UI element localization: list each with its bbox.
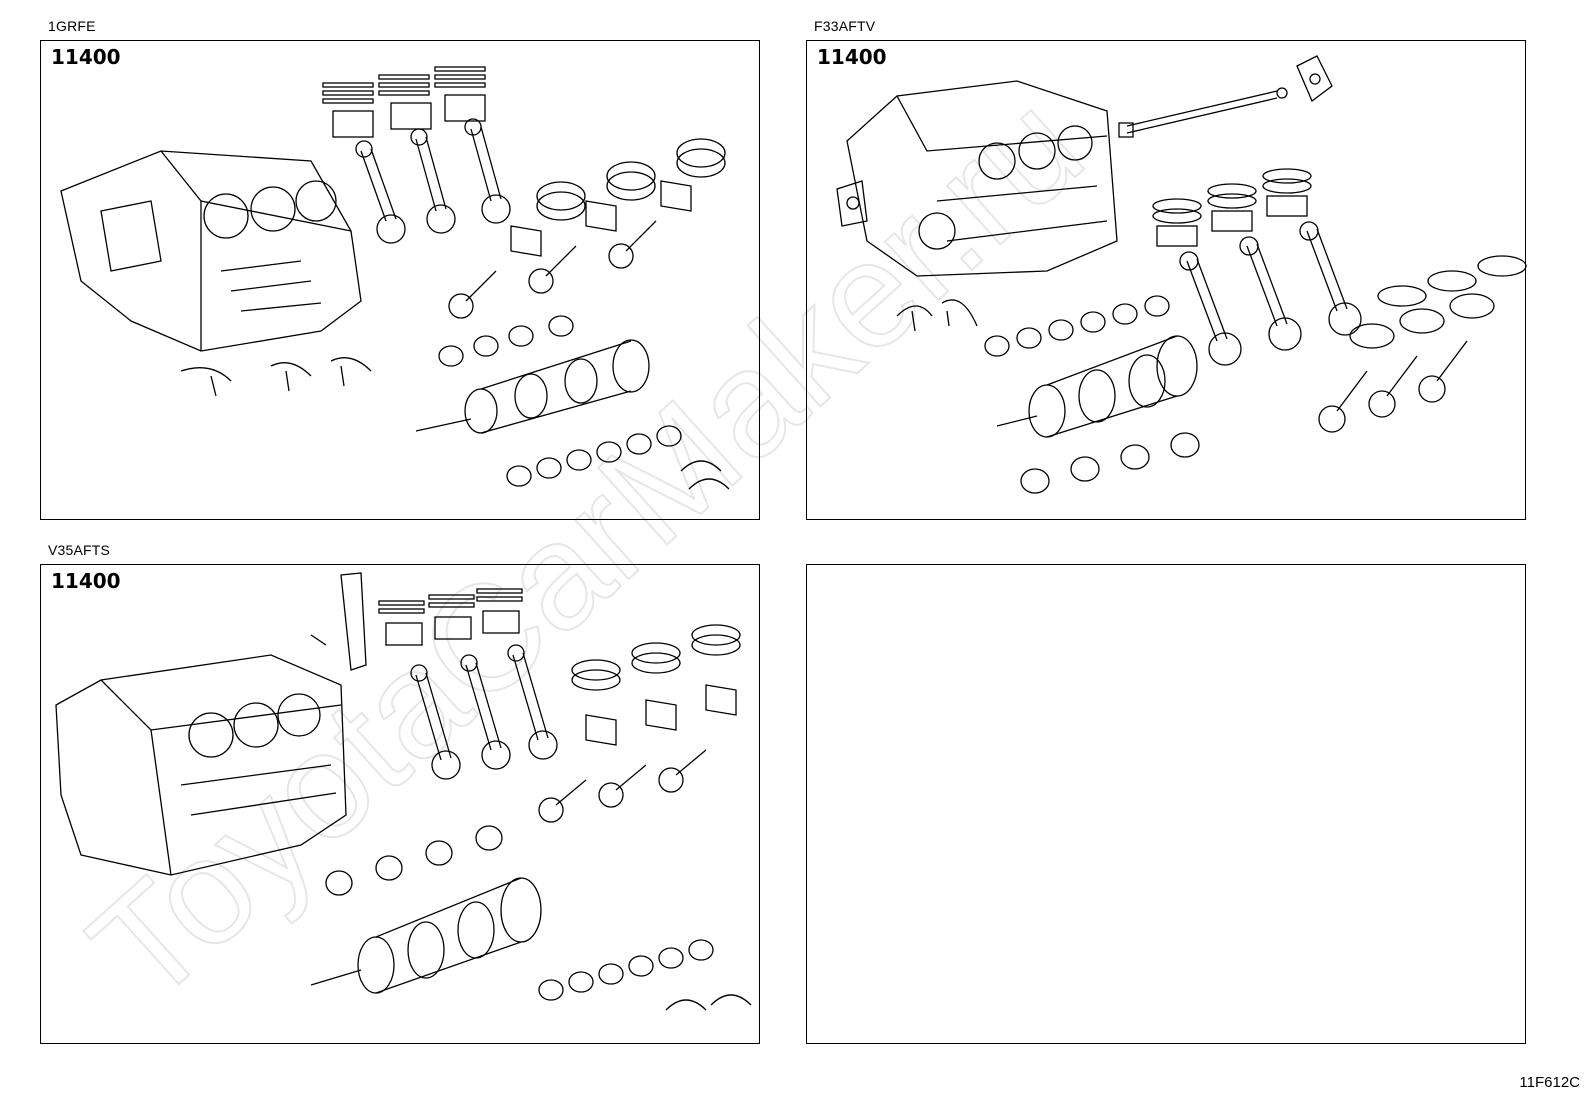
connecting-rod-icon bbox=[410, 644, 558, 780]
thrust-washer-icon bbox=[680, 460, 730, 490]
timing-plate-icon bbox=[836, 55, 1333, 227]
engine-block-icon bbox=[55, 654, 347, 876]
engine-label-f33aftv: F33AFTV bbox=[814, 18, 876, 34]
panel-f33aftv[interactable]: 11400 bbox=[806, 40, 1527, 520]
engine-label-1grfe: 1GRFE bbox=[48, 18, 96, 34]
bearing-icon bbox=[325, 825, 503, 896]
piston-ring-set-icon bbox=[322, 66, 486, 104]
main-bearing-icon bbox=[506, 425, 682, 487]
connecting-rod-icon bbox=[1179, 221, 1362, 366]
crankshaft-icon bbox=[310, 877, 542, 994]
sheet-code: 11F612C bbox=[1519, 1074, 1580, 1091]
panel-empty bbox=[806, 564, 1526, 1044]
piston-icon bbox=[332, 94, 486, 138]
piston-lower-icon bbox=[510, 138, 726, 257]
timing-chain-cover-icon bbox=[310, 572, 367, 671]
piston-lower-icon bbox=[1349, 255, 1527, 349]
part-code: 11400 bbox=[51, 45, 121, 69]
lower-connecting-rod-icon bbox=[1318, 340, 1468, 433]
oil-jet-icon bbox=[896, 299, 978, 332]
engine-block-icon bbox=[60, 150, 362, 352]
lower-connecting-rod-icon bbox=[448, 220, 657, 319]
main-bearing-icon bbox=[1020, 432, 1200, 494]
thrust-washer-icon bbox=[665, 994, 752, 1011]
crankshaft-icon bbox=[996, 335, 1198, 438]
exploded-view-illustration bbox=[836, 55, 1527, 494]
lower-connecting-rod-icon bbox=[538, 749, 707, 823]
panel-v35afts[interactable]: 11400 bbox=[40, 564, 760, 1044]
panel-1grfe[interactable]: 11400 bbox=[40, 40, 760, 520]
bearing-icon bbox=[984, 295, 1170, 357]
part-code: 11400 bbox=[817, 45, 887, 69]
connecting-rod-icon bbox=[355, 118, 511, 244]
oil-jet-icon bbox=[180, 357, 372, 397]
piston-ring-set-icon bbox=[1152, 168, 1312, 247]
piston-ring-set-icon bbox=[378, 588, 523, 646]
part-code: 11400 bbox=[51, 569, 121, 593]
engine-label-v35afts: V35AFTS bbox=[48, 542, 111, 558]
main-bearing-icon bbox=[538, 939, 714, 1001]
exploded-view-illustration bbox=[55, 572, 752, 1011]
exploded-view-illustration bbox=[60, 66, 730, 490]
piston-lower-icon bbox=[571, 624, 741, 746]
crank-bearing-icon bbox=[438, 315, 574, 367]
engine-block-icon bbox=[846, 80, 1118, 277]
camshaft-icon bbox=[1118, 87, 1288, 138]
crankshaft-icon bbox=[415, 339, 650, 434]
